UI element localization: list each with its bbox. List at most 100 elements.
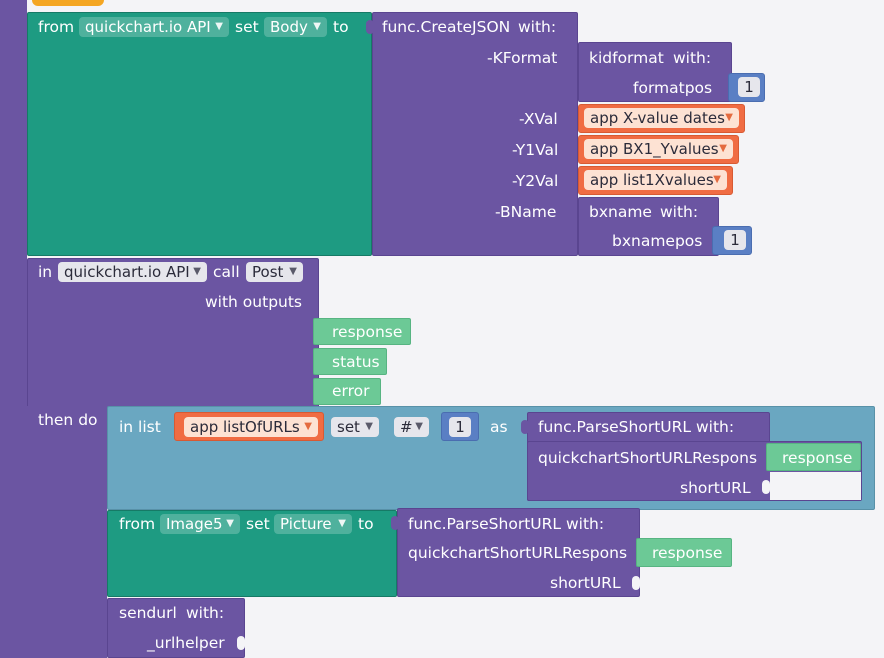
set-image-block[interactable] [107,510,397,597]
call-post-then-arm [27,406,107,658]
call-post-method-value: Post [252,263,284,281]
in-list-parse-plug [521,420,529,434]
call-post-call-label: call [213,263,240,281]
output-status-label: status [332,353,380,371]
call-post-method-dropdown[interactable]: Post ▼ [246,262,303,282]
set-body-component-dropdown[interactable]: quickchart.io API ▼ [79,17,229,37]
set-image-from-label: from [119,515,156,533]
set-image-property-value: Picture [280,515,332,533]
image-shorturl-socket [632,576,640,590]
list1x-var-value: app list1Xvalues [590,171,714,189]
bxname-label: bxname [589,203,652,221]
sendurl-arg-socket [237,636,245,650]
call-post-block[interactable] [27,258,319,408]
in-list-response-block[interactable] [766,443,861,471]
in-list-label: in list [119,418,161,436]
call-post-component-dropdown[interactable]: quickchart.io API ▼ [58,262,207,282]
kidformat-block[interactable] [578,42,732,102]
output-response-label: response [332,323,403,341]
create-json-kformat-label: -KFormat [487,49,558,67]
list1x-var-dropdown[interactable]: app list1Xvalues ▼ [584,170,727,190]
chevron-down-icon: ▼ [313,21,321,32]
bxname-number-value[interactable]: 1 [724,230,746,250]
in-list-parse-arg-label: quickchartShortURLRespons [538,449,758,467]
output-response-block[interactable] [313,318,411,345]
image-parse-plug [391,516,399,530]
image-parse-with-label: with: [566,515,605,533]
chevron-down-icon: ▼ [215,21,223,32]
create-json-with-label: with: [518,18,557,36]
chevron-down-icon: ▼ [713,174,721,185]
chevron-down-icon: ▼ [338,518,346,529]
image-parse-arg-label: quickchartShortURLRespons [408,544,628,562]
call-post-component-value: quickchart.io API [64,263,190,281]
set-body-property-dropdown[interactable]: Body ▼ [264,17,327,37]
in-list-op-value: set [337,418,360,436]
call-post-with-outputs-label: with outputs [205,293,303,311]
chevron-down-icon: ▼ [719,143,727,154]
output-error-block[interactable] [313,378,381,405]
set-image-property-dropdown[interactable]: Picture ▼ [274,514,352,534]
create-json-plug [366,20,374,34]
create-json-func-label: func.CreateJSON [382,18,511,36]
create-json-bname-label: -BName [495,203,557,221]
list-var-value: app listOfURLs [190,418,300,436]
kidformat-arg-label: formatpos [633,79,713,97]
set-body-block[interactable] [27,12,372,256]
sendurl-arg-label: _urlhelper [147,634,225,652]
chevron-down-icon: ▼ [725,112,733,123]
call-post-then-do-label: then do [38,411,98,429]
set-image-set-label: set [246,515,270,533]
in-list-response-label: response [782,449,853,467]
output-status-block[interactable] [313,348,387,375]
bxname-with-label: with: [660,203,699,221]
set-body-to-label: to [333,18,349,36]
set-body-component-value: quickchart.io API [85,18,211,36]
image-response-block[interactable] [636,538,732,567]
bx1-var-value: app BX1_Yvalues [590,140,719,158]
chevron-down-icon: ▼ [289,266,297,277]
in-list-index-number-block[interactable] [441,412,479,441]
xvalues-var-value: app X-value dates [590,109,725,127]
chevron-down-icon: ▼ [226,518,234,529]
set-body-property-value: Body [270,18,308,36]
image-response-label: response [652,544,723,562]
xvalues-var-dropdown[interactable]: app X-value dates ▼ [584,108,739,128]
chevron-down-icon: ▼ [193,266,201,277]
chevron-down-icon: ▼ [304,421,312,432]
in-list-shorturl-socket [762,480,770,494]
create-json-block[interactable] [372,12,578,256]
call-post-in-label: in [38,263,53,281]
kidformat-with-label: with: [673,49,712,67]
bxname-arg-label: bxnamepos [612,232,703,250]
in-list-op-dropdown[interactable]: set ▼ [331,417,379,437]
kidformat-label: kidformat [589,49,664,67]
image-parse-func-label: func.ParseShortURL [408,515,562,533]
in-list-index-value[interactable]: 1 [449,417,471,437]
in-list-parse-func-label: func.ParseShortURL [538,418,692,436]
create-json-xval-label: -XVal [519,110,558,128]
sendurl-with-label: with: [186,604,225,622]
in-list-shorturl-label: shortURL [680,479,751,497]
bxname-block[interactable] [578,197,719,256]
kidformat-number-value[interactable]: 1 [738,77,760,97]
set-image-component-dropdown[interactable]: Image5 ▼ [160,514,240,534]
in-list-index-mode-dropdown[interactable]: # ▼ [394,417,429,437]
list-var-dropdown[interactable]: app listOfURLs ▼ [184,417,318,437]
in-list-parse-with-label: with: [696,418,735,436]
create-json-y2val-label: -Y2Val [512,172,559,190]
set-image-component-value: Image5 [166,515,223,533]
set-body-from-label: from [38,18,75,36]
create-json-y1val-label: -Y1Val [512,141,559,159]
bx1-var-dropdown[interactable]: app BX1_Yvalues ▼ [584,139,733,159]
image-parse-block[interactable] [397,508,640,597]
in-list-shorturl-slot[interactable] [770,472,861,500]
set-body-set-label: set [235,18,259,36]
set-image-to-label: to [358,515,374,533]
sendurl-label: sendurl [119,604,177,622]
chevron-down-icon: ▼ [415,421,423,432]
event-block-cap [32,0,104,6]
image-shorturl-label: shortURL [550,574,621,592]
in-list-as-label: as [490,418,508,436]
event-block-spine[interactable] [0,0,27,658]
